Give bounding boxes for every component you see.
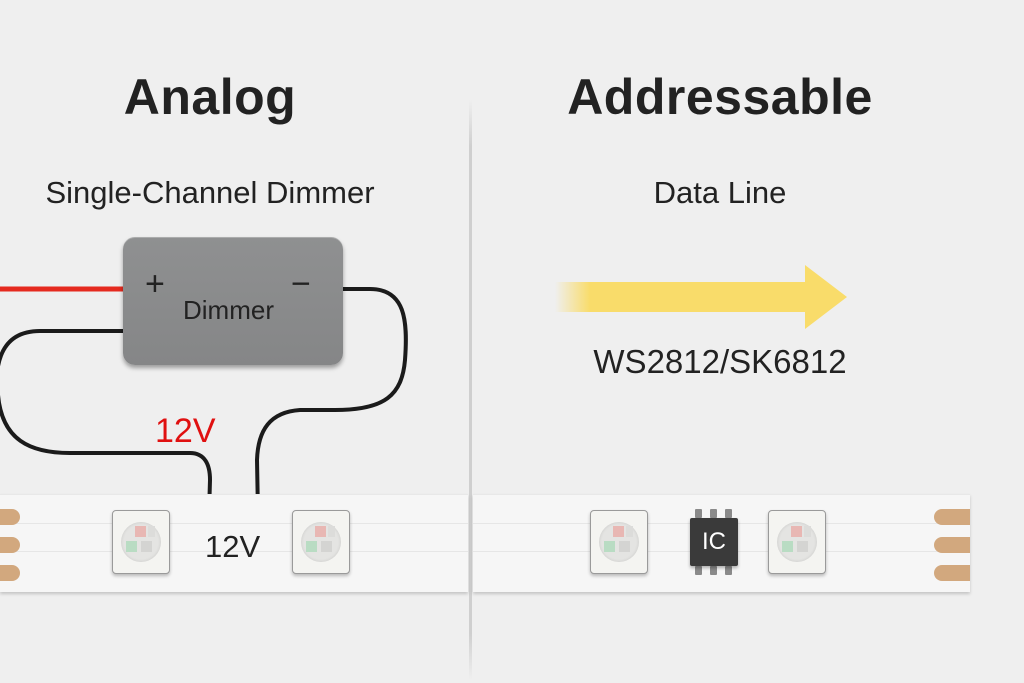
addressable-subtitle: Data Line — [653, 175, 787, 210]
addressable-title: Addressable — [567, 69, 873, 125]
dimmer-label: Dimmer — [183, 295, 274, 325]
section-divider — [469, 100, 472, 680]
led-chip — [768, 510, 826, 574]
analog-led-strip — [0, 494, 468, 592]
minus-terminal-icon: − — [291, 265, 311, 303]
led-chip — [112, 510, 170, 574]
solder-pad — [0, 509, 20, 525]
led-chip — [292, 510, 350, 574]
ic-chip: IC — [690, 518, 738, 566]
led-chip — [590, 510, 648, 574]
ic-pins — [690, 509, 738, 575]
solder-pad — [0, 537, 20, 553]
solder-pad — [934, 509, 970, 525]
plus-terminal-icon: + — [145, 265, 165, 303]
solder-pad — [934, 537, 970, 553]
solder-pad — [934, 565, 970, 581]
strip-voltage-label: 12V — [205, 529, 261, 564]
data-arrow-icon — [555, 265, 847, 329]
analog-subtitle: Single-Channel Dimmer — [45, 175, 375, 210]
chip-model-label: WS2812/SK6812 — [593, 343, 847, 380]
wire-voltage-label: 12V — [155, 412, 216, 450]
dimmer-module: + − Dimmer — [123, 237, 343, 365]
analog-title: Analog — [123, 69, 297, 125]
solder-pad — [0, 565, 20, 581]
